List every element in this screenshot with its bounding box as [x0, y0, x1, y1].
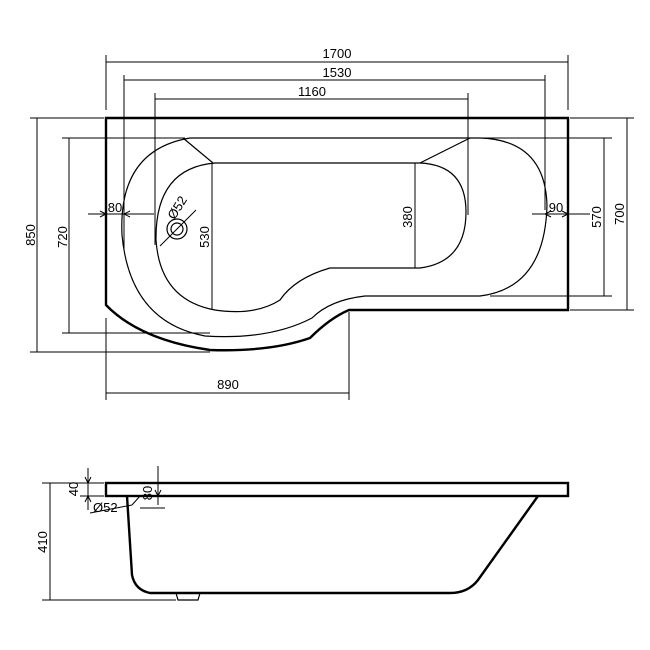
dim-bottom-length-label: 1160	[298, 84, 326, 99]
dim-inner-length-label: 1530	[323, 65, 352, 80]
waste-diameter-side-label: Ø52	[93, 500, 118, 515]
side-view: 410 40 80 Ø52	[35, 466, 570, 601]
dim-width-right: 700	[570, 117, 634, 311]
dim-waste-offset: 80	[140, 466, 165, 509]
waste-outlet-plan	[159, 209, 197, 247]
plan-outer-outline	[104, 116, 570, 352]
dim-overall-height: 410	[35, 482, 176, 601]
plan-bottom-outline	[155, 162, 467, 313]
dim-inner-width-left-label: 720	[55, 226, 70, 248]
dim-rim-right: 90	[532, 200, 590, 218]
dim-inner-width-right-label: 570	[589, 206, 604, 228]
side-rim	[104, 481, 570, 498]
dim-overall-length: 1700	[105, 46, 569, 110]
dim-bottom-width-left: 530	[197, 163, 213, 310]
waste-diameter-plan-label: Ø52	[164, 193, 190, 222]
dim-rim-thickness: 40	[66, 468, 104, 510]
plan-backrest-left	[182, 137, 214, 164]
dim-inner-length: 1530	[123, 65, 546, 250]
side-waste-outlet	[175, 592, 201, 601]
plan-inner-outline	[121, 137, 548, 338]
dim-width-right-label: 700	[612, 203, 627, 225]
dim-bottom-width-right-label: 380	[400, 206, 415, 228]
dim-bottom-width-right: 380	[400, 163, 416, 268]
dim-rim-left: 80	[88, 200, 154, 218]
dim-rim-thickness-label: 40	[66, 482, 81, 496]
dim-overall-height-label: 410	[35, 531, 50, 553]
side-body-outline	[125, 495, 539, 595]
dim-rim-left-label: 80	[108, 200, 122, 215]
dim-waste-offset-label: 80	[140, 486, 155, 500]
dim-bottom-length: 1160	[154, 84, 469, 245]
plan-view: 1700 1530 1160 850 720	[23, 46, 634, 400]
dim-overall-width-label: 850	[23, 224, 38, 246]
dim-inner-width-left: 720	[55, 137, 210, 334]
dim-bottom-width-left-label: 530	[197, 226, 212, 248]
dim-inner-width-right: 570	[480, 137, 612, 297]
plan-backrest-right	[419, 137, 471, 164]
dim-overall-length-label: 1700	[323, 46, 352, 61]
dim-step-length: 890	[105, 312, 350, 400]
dim-step-length-label: 890	[217, 377, 239, 392]
waste-diameter-side: Ø52	[89, 495, 141, 515]
dim-rim-right-label: 90	[549, 200, 563, 215]
dim-overall-width: 850	[23, 117, 210, 353]
